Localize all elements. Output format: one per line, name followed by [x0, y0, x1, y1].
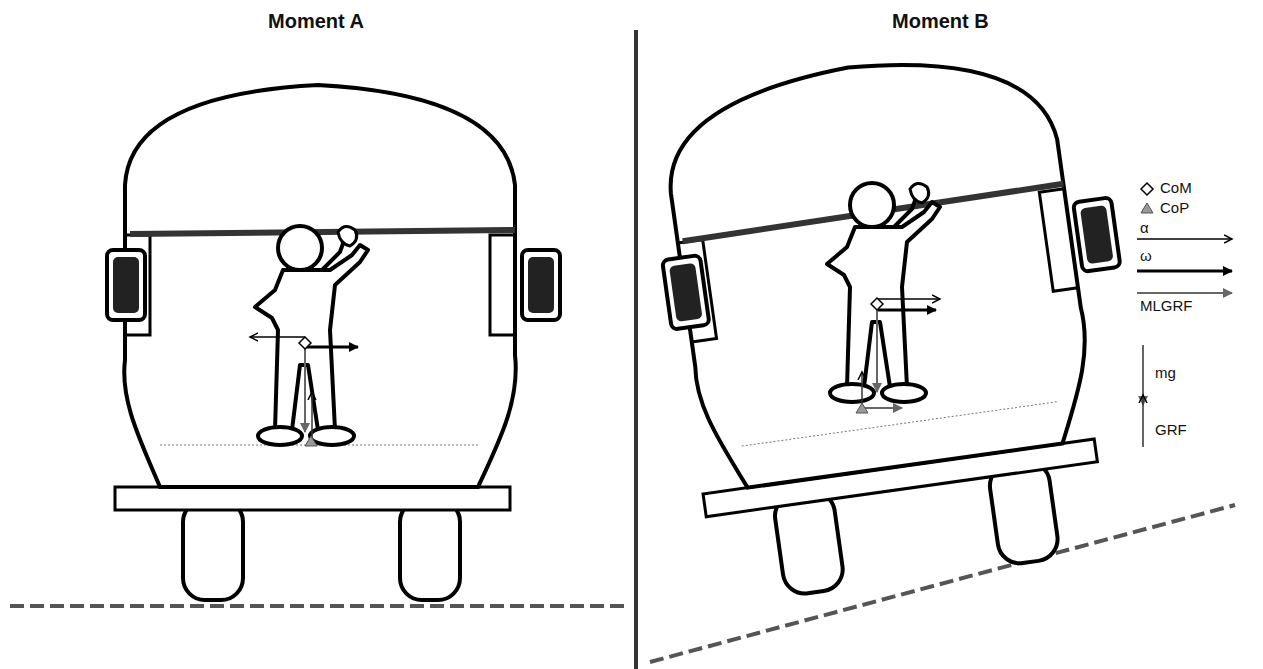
legend-label: CoP	[1160, 200, 1189, 217]
legend-label: CoM	[1160, 180, 1192, 197]
legend-label: α	[1140, 220, 1149, 237]
cop-sample	[1141, 203, 1153, 213]
legend-label: MLGRF	[1140, 298, 1193, 315]
legend-label: GRF	[1155, 422, 1187, 439]
legend-label: ω	[1140, 248, 1152, 265]
panel-heading: Moment B	[892, 10, 989, 32]
legend-label: mg	[1155, 365, 1176, 382]
com-sample	[1141, 183, 1153, 195]
panel-heading: Moment A	[268, 10, 364, 32]
